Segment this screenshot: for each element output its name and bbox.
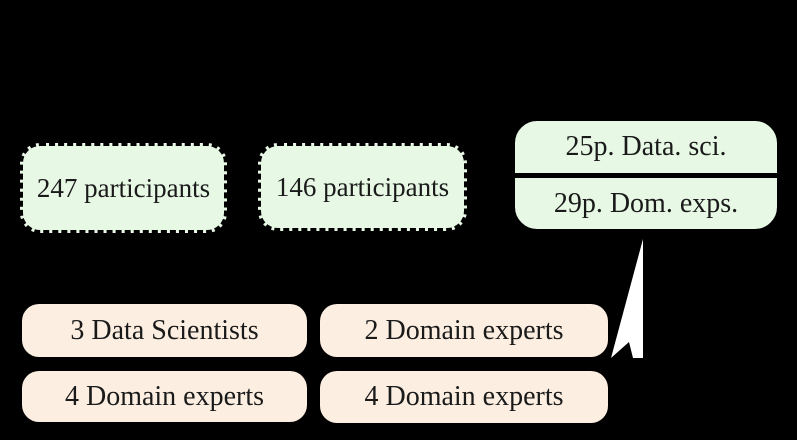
pilot-box-3-data-scientists: 3 Data Scientists <box>22 304 307 357</box>
pilot-box-label: 3 Data Scientists <box>70 314 259 346</box>
interview-cell-label: 25p. Data. sci. <box>565 131 727 162</box>
pilot-box-label: 2 Domain experts <box>364 314 564 346</box>
pilot-box-label: 4 Domain experts <box>64 380 265 412</box>
survey-box-146-participants: 146 participants <box>258 143 467 231</box>
interview-cell-data-scientists: 25p. Data. sci. <box>515 121 777 173</box>
survey-box-247-participants: 247 participants <box>20 143 227 233</box>
survey-box-label: 247 participants <box>36 172 211 203</box>
survey-box-label: 146 participants <box>275 171 450 202</box>
interview-cell-domain-experts: 29p. Dom. exps. <box>515 178 777 229</box>
pilot-box-4-domain-experts-left: 4 Domain experts <box>22 371 307 422</box>
pilot-box-4-domain-experts-right: 4 Domain experts <box>320 371 608 423</box>
pilot-box-2-domain-experts: 2 Domain experts <box>320 304 608 357</box>
interview-split-box: 25p. Data. sci. 29p. Dom. exps. <box>513 119 779 231</box>
interview-divider-line <box>515 173 777 178</box>
interview-cell-label: 29p. Dom. exps. <box>553 187 739 219</box>
pilot-box-label: 4 Domain experts <box>364 381 564 412</box>
